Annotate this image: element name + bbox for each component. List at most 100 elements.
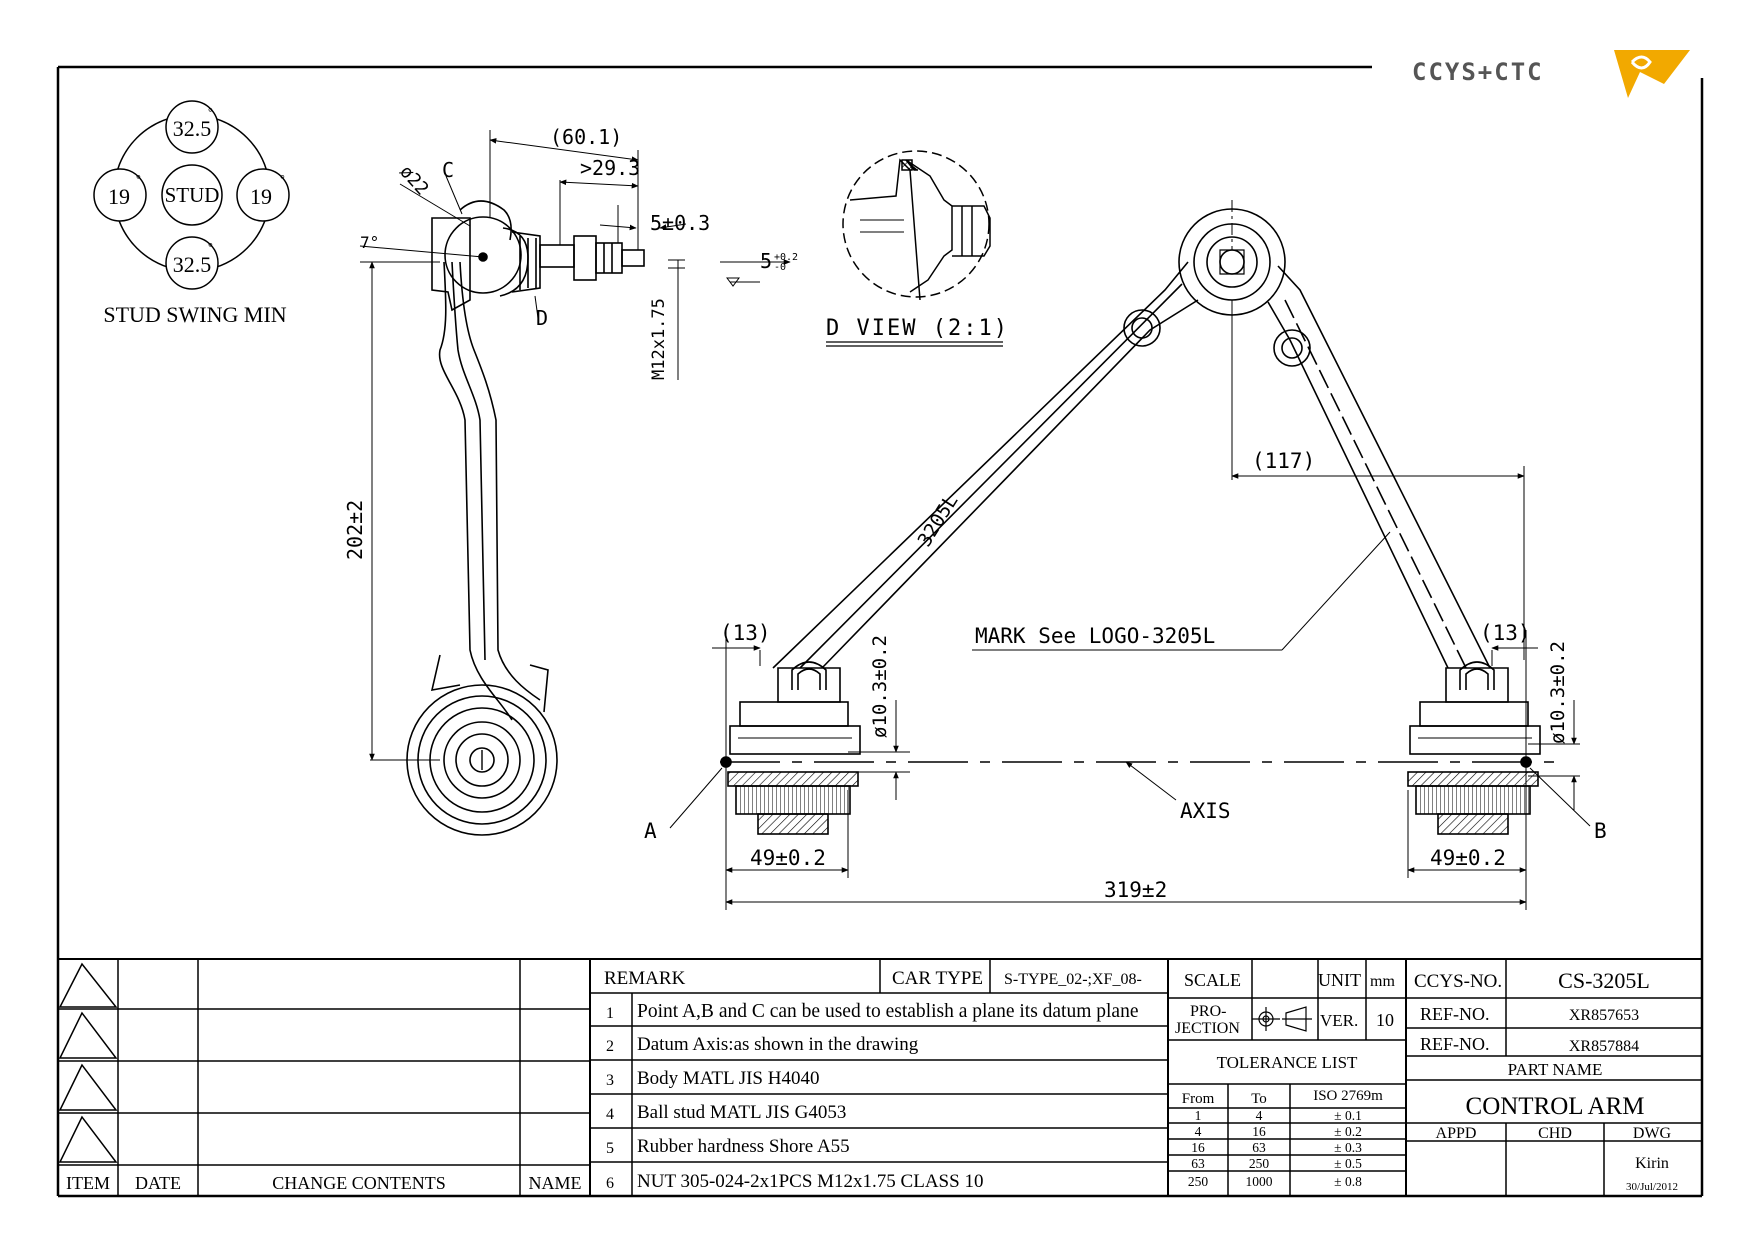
- tolerance-header: ISO 2769m: [1313, 1088, 1383, 1104]
- tolerance-cell: 16: [1252, 1124, 1266, 1139]
- remark-text: Rubber hardness Shore A55: [637, 1136, 850, 1157]
- tolerance-cell: 4: [1195, 1124, 1202, 1139]
- dim-49-right: 49±0.2: [1430, 846, 1506, 870]
- remark-no: 6: [606, 1175, 614, 1192]
- header-name: NAME: [529, 1173, 582, 1193]
- revision-triangle-icon: [58, 962, 118, 1008]
- detail-view-d: [842, 150, 991, 301]
- detail-view-caption: D VIEW (2:1): [826, 316, 1009, 341]
- dim-13-right: (13): [1480, 621, 1531, 645]
- tolerance-cell: 250: [1249, 1156, 1270, 1171]
- dim-angle: 7°: [360, 233, 379, 252]
- company-logo: CCYS+CTC: [1412, 50, 1690, 98]
- tolerance-cell: ± 0.3: [1334, 1140, 1362, 1155]
- label-d: D: [536, 306, 548, 330]
- tolerance-cell: 1: [1195, 1108, 1202, 1123]
- drawing-date: 30/Jul/2012: [1626, 1181, 1678, 1193]
- tolerance-cell: 16: [1191, 1140, 1205, 1155]
- tolerance-cell: 1000: [1246, 1174, 1273, 1189]
- unit-value: mm: [1370, 973, 1395, 990]
- dim-49-left: 49±0.2: [750, 846, 826, 870]
- label-c: C: [442, 158, 454, 182]
- dim-117: (117): [1252, 449, 1315, 473]
- ccys-label: CCYS-NO.: [1414, 971, 1502, 992]
- tolerance-cell: 250: [1188, 1174, 1209, 1189]
- dwg-label: DWG: [1633, 1125, 1672, 1142]
- degree-mark: °: [208, 240, 213, 254]
- scale-block: [1168, 959, 1407, 1196]
- degree-mark: °: [136, 172, 141, 186]
- dim-thread-length: >29.3: [580, 156, 640, 180]
- remark-text: NUT 305-024-2x1PCS M12x1.75 CLASS 10: [637, 1171, 983, 1192]
- tolerance-cell: ± 0.1: [1334, 1108, 1362, 1123]
- revision-table: [58, 959, 591, 1196]
- drawer-name: Kirin: [1635, 1155, 1669, 1172]
- swing-bottom-value: 32.5: [173, 252, 212, 277]
- logo-mark-icon: [1614, 50, 1690, 98]
- part-name: CONTROL ARM: [1466, 1093, 1645, 1120]
- ccys-value: CS-3205L: [1558, 968, 1650, 993]
- dim-5-tol-minus: -0: [774, 262, 786, 273]
- swing-top-value: 32.5: [173, 116, 212, 141]
- remark-no: 3: [606, 1072, 614, 1089]
- remark-no: 4: [606, 1106, 614, 1123]
- remark-text: Body MATL JIS H4040: [637, 1068, 819, 1089]
- swing-title: STUD SWING MIN: [103, 302, 286, 327]
- side-view: [359, 130, 791, 836]
- revision-triangle-icon: [58, 1011, 118, 1059]
- scale-label: SCALE: [1184, 970, 1241, 990]
- mark-note: MARK See LOGO-3205L: [975, 624, 1215, 648]
- ver-value: 10: [1376, 1010, 1394, 1030]
- remark-no: 5: [606, 1140, 614, 1157]
- degree-mark: °: [208, 105, 213, 119]
- title-block: [1406, 959, 1702, 1196]
- projection-symbol-icon: [1252, 1006, 1312, 1032]
- axis-label: AXIS: [1180, 799, 1231, 823]
- ref2-value: XR857884: [1569, 1038, 1639, 1055]
- part-mark: 3205L: [914, 490, 963, 550]
- remark-title: REMARK: [604, 968, 686, 989]
- car-type-value: S-TYPE_02-;XF_08-: [1004, 971, 1142, 988]
- header-change: CHANGE CONTENTS: [272, 1173, 446, 1193]
- dim-thread-size: M12x1.75: [649, 298, 669, 380]
- ver-label: VER.: [1320, 1011, 1358, 1030]
- dim-dia-right: ø10.3±0.2: [1547, 641, 1569, 744]
- swing-left-value: 19: [108, 184, 130, 209]
- tolerance-header: From: [1182, 1091, 1215, 1107]
- ref2-label: REF-NO.: [1420, 1034, 1490, 1054]
- dim-overall-length: (60.1): [550, 125, 622, 149]
- car-type-label: CAR TYPE: [892, 968, 983, 989]
- tolerance-title: TOLERANCE LIST: [1217, 1053, 1358, 1072]
- projection-label: PRO-: [1190, 1003, 1226, 1020]
- appd-label: APPD: [1436, 1125, 1477, 1142]
- part-name-label: PART NAME: [1508, 1060, 1603, 1079]
- tolerance-header: To: [1251, 1091, 1267, 1107]
- header-item: ITEM: [66, 1173, 110, 1193]
- plan-view: [669, 200, 1591, 910]
- remark-no: 2: [606, 1038, 614, 1055]
- remark-no: 1: [606, 1005, 614, 1022]
- ref1-label: REF-NO.: [1420, 1004, 1490, 1024]
- remark-text: Ball stud MATL JIS G4053: [637, 1102, 846, 1123]
- remark-text: Point A,B and C can be used to establish…: [637, 1001, 1139, 1022]
- point-a: A: [644, 819, 657, 843]
- remark-text: Datum Axis:as shown in the drawing: [637, 1034, 919, 1055]
- tolerance-cell: ± 0.2: [1334, 1124, 1362, 1139]
- chd-label: CHD: [1538, 1125, 1572, 1142]
- dim-319: 319±2: [1104, 878, 1167, 902]
- dim-5-small: 5: [760, 249, 772, 273]
- dim-13-left: (13): [720, 621, 771, 645]
- ref1-value: XR857653: [1569, 1007, 1639, 1024]
- tolerance-cell: 63: [1191, 1156, 1205, 1171]
- projection-label: JECTION: [1175, 1020, 1240, 1037]
- header-date: DATE: [135, 1173, 181, 1193]
- revision-triangle-icon: [58, 1063, 118, 1111]
- dim-height: 202±2: [343, 500, 367, 560]
- dim-5-tol-plus: +0.2: [774, 252, 798, 263]
- degree-mark: °: [280, 172, 285, 186]
- point-b: B: [1594, 819, 1607, 843]
- dim-diameter: ø22: [395, 161, 432, 199]
- tolerance-cell: ± 0.8: [1334, 1174, 1362, 1189]
- swing-center-label: STUD: [165, 183, 220, 207]
- stud-swing-diagram: [93, 100, 290, 290]
